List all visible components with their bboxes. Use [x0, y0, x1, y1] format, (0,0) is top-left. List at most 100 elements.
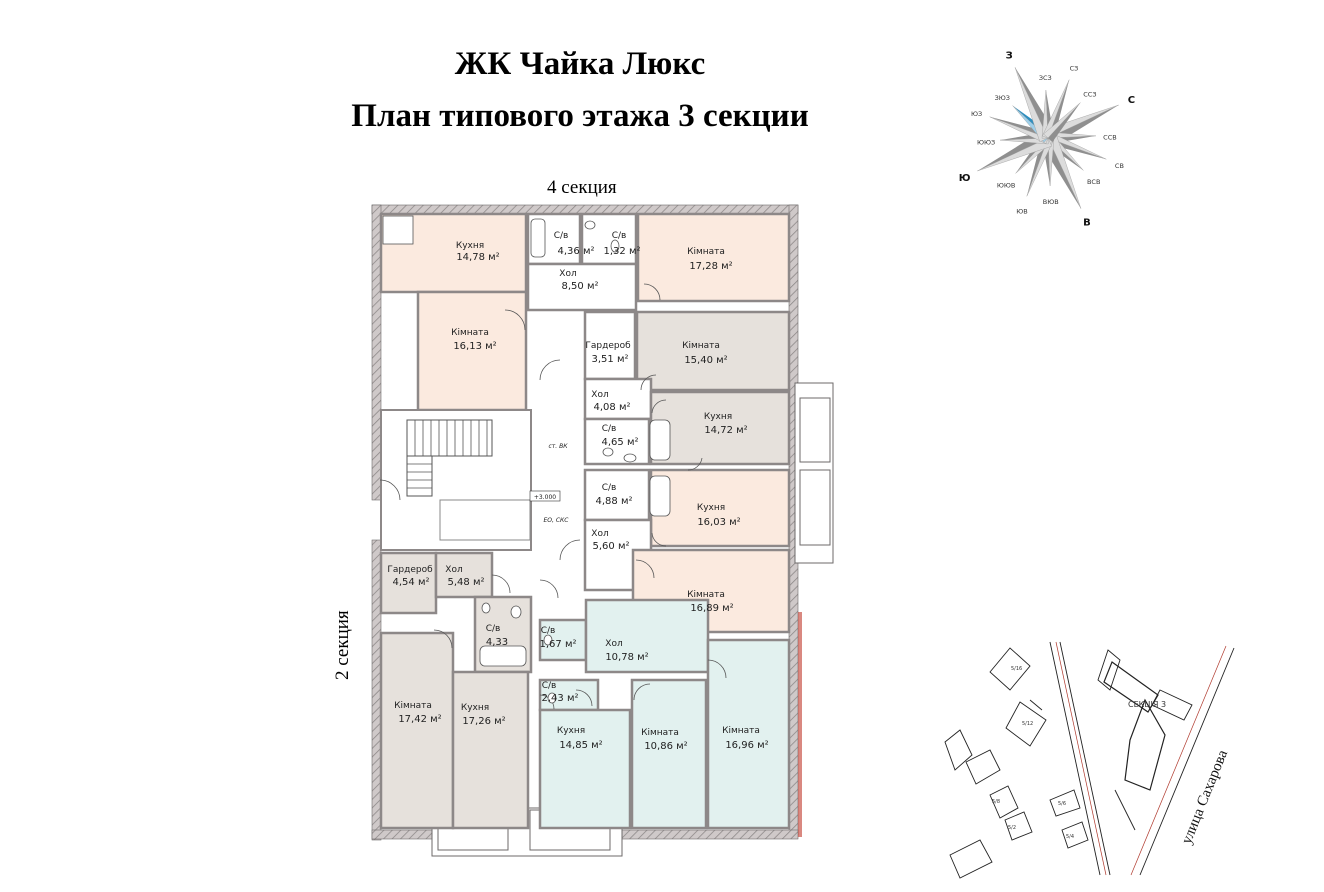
site-house-label: 5/2	[1008, 825, 1016, 831]
room-r10-name: С/в	[602, 424, 617, 434]
room-r25-name: Кімната	[641, 728, 679, 738]
room-r24-name: Кухня	[557, 726, 585, 736]
compass-direction-label: ЮЮВ	[997, 182, 1016, 190]
room-r16-name: Гардероб	[387, 565, 433, 575]
room-r20-area: 10,78 м²	[605, 652, 648, 663]
room-r18-area: 4,33	[486, 637, 508, 648]
room-r26-name: Кімната	[722, 726, 760, 736]
room-r17-area: 5,48 м²	[448, 577, 485, 588]
room-r15-name: Кімната	[687, 590, 725, 600]
riser-note: ст. ВК	[549, 443, 569, 450]
compass-direction-label: ВЮВ	[1043, 198, 1059, 206]
bathroom-fixtures	[479, 218, 671, 704]
compass-direction-label: ЮВ	[1016, 207, 1027, 215]
room-r25-area: 10,86 м²	[644, 741, 687, 752]
site-map-lines	[944, 641, 1235, 879]
compass-direction-label: ВСВ	[1087, 178, 1100, 186]
room-r4-area: 17,28 м²	[689, 261, 732, 272]
compass-direction-label: С	[1128, 95, 1135, 106]
room-r18-name: С/в	[486, 624, 501, 634]
compass-direction-label: В	[1083, 217, 1091, 228]
stairwell	[380, 215, 532, 551]
room-r8-name: Кімната	[682, 341, 720, 351]
site-section-label: СЕКЦІЯ 3	[1128, 700, 1166, 709]
room-r5-name: Хол	[559, 269, 576, 279]
cabling-note: ЕО, СКС	[544, 517, 570, 524]
room-r11-area: 14,72 м²	[704, 425, 747, 436]
room-r24-area: 14,85 м²	[559, 740, 602, 751]
room-r21-area: 2,43 м²	[542, 693, 579, 704]
room-r12-area: 4,88 м²	[596, 496, 633, 507]
room-r14-area: 5,60 м²	[593, 541, 630, 552]
title-line-2: План типового этажа 3 секции	[351, 98, 809, 134]
compass-ray	[1000, 137, 1049, 145]
room-r3-name: С/в	[612, 231, 627, 241]
room-r26-area: 16,96 м²	[725, 740, 768, 751]
room-r22-name: Кімната	[394, 701, 432, 711]
room-r7-name: Гардероб	[585, 341, 631, 351]
section-label-top: 4 секция	[547, 177, 617, 198]
compass-direction-label: Ю	[959, 173, 971, 184]
room-r8-area: 15,40 м²	[684, 355, 727, 366]
room-r15-area: 16,89 м²	[690, 603, 733, 614]
compass-labels: С ССВ СВ ВСВ В ВЮВ ЮВ ЮЮВ Ю ЮЮЗ ЮЗ ЗЮЗ З ЗСЗ СЗ ССЗ	[959, 51, 1135, 229]
compass-ray	[977, 137, 1053, 172]
room-r6-area: 16,13 м²	[453, 341, 496, 352]
compass-ray	[989, 116, 1049, 144]
site-house-label: 5/16	[1011, 666, 1022, 672]
title-line-1: ЖК Чайка Люкс	[454, 46, 706, 82]
room-r23-area: 17,26 м²	[462, 716, 505, 727]
site-house-label: 5/12	[1022, 721, 1033, 727]
room-r11-name: Кухня	[704, 412, 732, 422]
room-r10-area: 4,65 м²	[602, 437, 639, 448]
compass-direction-label: ССВ	[1103, 133, 1117, 141]
room-r9-area: 4,08 м²	[594, 402, 631, 413]
level-mark: +3.000	[534, 494, 556, 501]
compass-direction-label: ЮЗ	[971, 110, 982, 118]
compass-ray	[1048, 102, 1081, 143]
compass-direction-label: СЗ	[1070, 65, 1079, 73]
room-r20-name: Хол	[605, 639, 622, 649]
compass-direction-label: ССЗ	[1083, 90, 1096, 98]
room-r16-area: 4,54 м²	[393, 577, 430, 588]
room-r6-name: Кімната	[451, 328, 489, 338]
room-r19-name: С/в	[541, 626, 556, 636]
room-r7-area: 3,51 м²	[592, 354, 629, 365]
doors	[379, 283, 727, 710]
room-r2-area: 4,36 м²	[558, 246, 595, 257]
site-house-label: 5/4	[1066, 834, 1074, 840]
room-r2-name: С/в	[554, 231, 569, 241]
room-r23-name: Кухня	[461, 703, 489, 713]
room-r19-area: 1,67 м²	[540, 639, 577, 650]
room-r21-name: С/в	[542, 681, 557, 691]
room-r1-name: Кухня	[456, 241, 484, 251]
compass-direction-label: ЗЮЗ	[995, 94, 1010, 102]
room-r17-name: Хол	[445, 565, 462, 575]
compass-direction-label: ЮЮЗ	[977, 139, 995, 147]
room-r4-name: Кімната	[687, 247, 725, 257]
compass-ray	[1041, 90, 1049, 139]
plan-notes: +3.000 ст. ВК ЕО, СКС	[529, 443, 570, 524]
room-labels: Кухня 14,78 м² С/в 4,36 м² С/в 1,32 м² К…	[387, 231, 768, 752]
room-r3-area: 1,32 м²	[604, 246, 641, 257]
compass-rays	[977, 67, 1119, 209]
room-r5-area: 8,50 м²	[562, 281, 599, 292]
compass-direction-label: СВ	[1115, 162, 1124, 170]
room-r12-name: С/в	[602, 483, 617, 493]
compass-direction-label: З	[1006, 51, 1013, 62]
compass-ray	[1042, 79, 1070, 139]
site-house-label: 5/8	[992, 799, 1000, 805]
room-r13-name: Кухня	[697, 503, 725, 513]
room-r14-name: Хол	[591, 529, 608, 539]
compass-ray	[1043, 102, 1081, 139]
room-r9-name: Хол	[591, 390, 608, 400]
site-house-label: 5/6	[1058, 801, 1066, 807]
compass-direction-label: ЗСЗ	[1039, 74, 1052, 82]
compass-ray	[1014, 67, 1049, 143]
room-r22-area: 17,42 м²	[398, 714, 441, 725]
room-r1-area: 14,78 м²	[456, 252, 499, 263]
room-r13-area: 16,03 м²	[697, 517, 740, 528]
